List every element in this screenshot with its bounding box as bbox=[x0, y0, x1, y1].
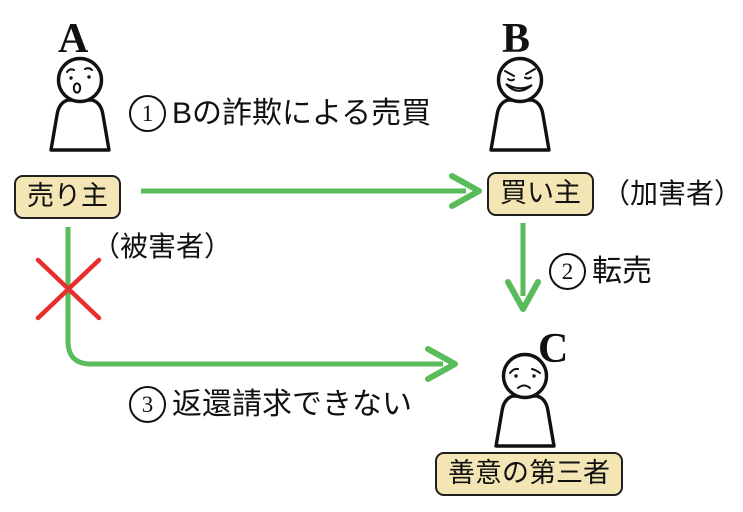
person-c-sad-face-icon bbox=[494, 352, 556, 448]
arrow-resale-b-to-c bbox=[505, 223, 541, 312]
annotation-step2: 2 転売 bbox=[549, 253, 652, 290]
buyer-box: 買い主 bbox=[487, 172, 594, 216]
circled-number-3: 3 bbox=[129, 386, 166, 423]
circled-number-2: 2 bbox=[549, 253, 586, 290]
person-b-sly-face-icon bbox=[489, 56, 551, 152]
victim-label: （被害者） bbox=[92, 231, 233, 262]
annotation-step3-label: 返還請求できない bbox=[172, 388, 412, 421]
third-party-box: 善意の第三者 bbox=[435, 452, 623, 496]
arrow-sale-a-to-b bbox=[141, 173, 482, 209]
label-letter-c: C bbox=[538, 326, 569, 372]
annotation-step2-label: 転売 bbox=[592, 255, 652, 288]
perpetrator-label: （加害者） bbox=[602, 178, 743, 209]
annotation-step1: 1 Bの詐欺による売買 bbox=[129, 95, 431, 132]
label-letter-a: A bbox=[58, 16, 89, 62]
annotation-step1-label: Bの詐欺による売買 bbox=[172, 97, 432, 130]
annotation-step3: 3 返還請求できない bbox=[129, 386, 412, 423]
arrow-no-restitution-a-to-c bbox=[65, 227, 458, 382]
person-a-surprised-face-icon bbox=[49, 56, 111, 152]
label-letter-b: B bbox=[502, 16, 531, 62]
circled-number-1: 1 bbox=[129, 95, 166, 132]
seller-box: 売り主 bbox=[14, 175, 121, 219]
red-cross-icon bbox=[35, 257, 102, 321]
